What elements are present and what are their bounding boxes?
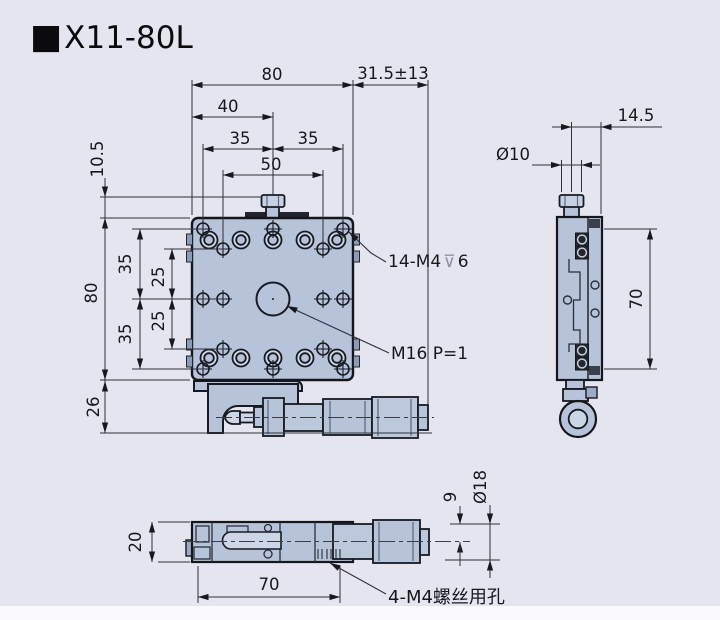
bottom-white-band <box>0 606 720 620</box>
model-number: X11-80L <box>64 20 193 56</box>
spindle-elevation <box>221 531 282 550</box>
front-dim-35-upper: 35 <box>116 254 135 275</box>
front-dim-10-5: 10.5 <box>88 141 107 178</box>
front-dim-25-upper: 25 <box>149 267 168 288</box>
front-dim-40: 40 <box>218 97 239 116</box>
side-hole-2 <box>562 295 573 305</box>
micrometer-side <box>558 379 598 439</box>
center-thread-label: M16 P=1 <box>391 344 468 364</box>
bottom-dim-9: 9 <box>441 492 460 503</box>
adjust-knob-front <box>260 194 286 219</box>
bottom-dim-70: 70 <box>259 575 280 594</box>
m16-center-hole <box>255 281 291 317</box>
front-view: 80 31.5±13 40 35 35 50 10.5 80 35 25 25 … <box>82 64 469 439</box>
front-dim-26: 26 <box>84 397 103 418</box>
front-dim-25-lower: 25 <box>149 311 168 332</box>
side-hatch-top <box>589 219 600 228</box>
front-dim-35-right: 35 <box>298 129 319 148</box>
bearing-blocks <box>575 232 589 371</box>
m4-hidden-holes <box>317 549 341 559</box>
screw-holes-leader <box>329 562 387 595</box>
bottom-dimension-lines <box>148 505 494 601</box>
side-view: 14.5 Ø10 70 <box>496 106 662 439</box>
front-leader-lines <box>286 231 390 354</box>
tapped-holes-label: 14-M4⊽6 <box>388 252 469 272</box>
bottom-dim-dia18: Ø18 <box>471 470 490 504</box>
side-hatch-bottom <box>589 366 600 375</box>
title-square-marker: ■ <box>30 17 63 57</box>
side-hole-3 <box>590 308 600 318</box>
front-dim-travel: 31.5±13 <box>357 64 429 83</box>
side-dimension-lines <box>532 123 662 369</box>
front-dim-50: 50 <box>261 155 282 174</box>
bottom-dim-20: 20 <box>126 532 145 553</box>
front-dim-35-left: 35 <box>230 129 251 148</box>
bottom-hole-2 <box>263 549 273 559</box>
micrometer-bracket <box>207 383 299 434</box>
front-dim-35-lower: 35 <box>116 324 135 345</box>
side-hole-1 <box>590 280 600 290</box>
front-dim-80-top: 80 <box>262 65 283 84</box>
side-dim-knob-dia: Ø10 <box>496 145 530 164</box>
front-dimension-lines <box>101 81 428 433</box>
screw-holes-label: 4-M4螺丝用孔 <box>388 587 505 608</box>
center-mark <box>272 298 274 300</box>
carriage-profile <box>568 259 581 352</box>
side-dim-70: 70 <box>627 289 646 310</box>
page-title: ■ X11-80L <box>30 20 193 56</box>
bottom-hole-1 <box>263 523 273 533</box>
front-dim-80-left: 80 <box>82 283 101 304</box>
adjust-knob-side <box>558 194 585 219</box>
side-dim-14-5: 14.5 <box>618 106 655 125</box>
bottom-view: 20 70 9 Ø18 4-M4螺丝用孔 <box>126 470 505 608</box>
